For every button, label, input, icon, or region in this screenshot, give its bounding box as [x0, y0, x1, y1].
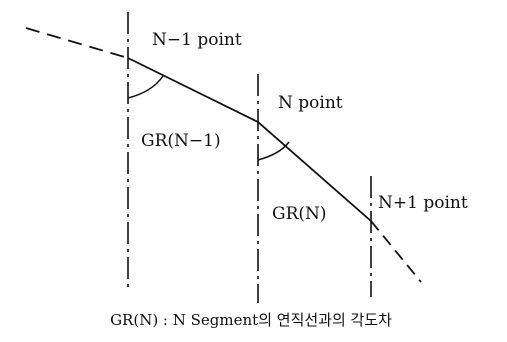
label-gr-n: GR(N): [272, 204, 327, 224]
diagram-caption: GR(N) : N Segment의 연직선과의 각도차: [110, 311, 392, 329]
label-n-point: N point: [278, 93, 343, 113]
path-extension-right: [370, 220, 422, 283]
label-n-plus-1-point: N+1 point: [378, 193, 468, 213]
label-gr-n-minus-1: GR(N−1): [141, 131, 221, 151]
angle-arc-gr-n: [257, 141, 290, 161]
angle-arc-gr-n-minus-1: [127, 75, 164, 99]
path-extension-left: [25, 27, 129, 59]
label-n-minus-1-point: N−1 point: [152, 30, 242, 50]
segment-path: [127, 57, 372, 222]
